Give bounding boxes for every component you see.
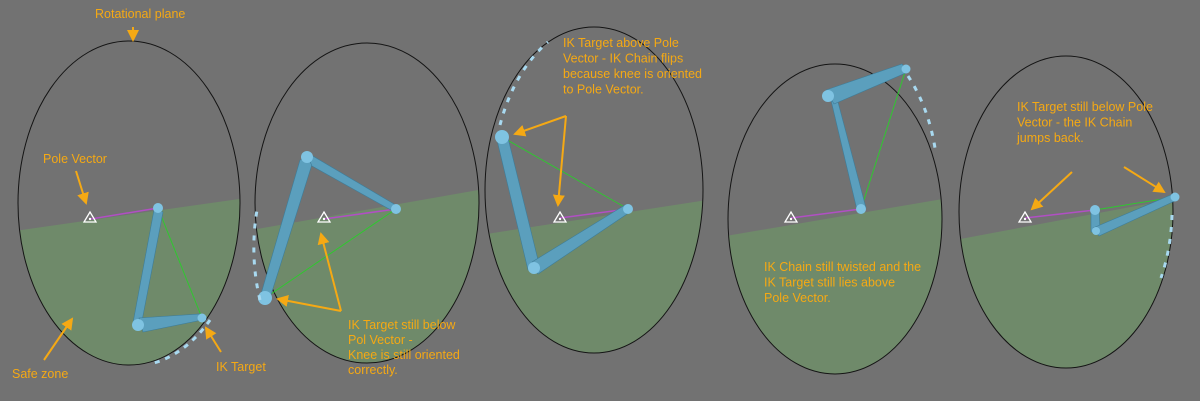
note-line: correctly. <box>348 363 398 377</box>
arrow-pole-vector <box>75 170 89 205</box>
panel-4 <box>727 63 943 375</box>
ik-target-joint <box>258 291 272 305</box>
ik-target-label: IK Target <box>216 360 266 374</box>
safe-zone-area <box>959 194 1173 368</box>
note-line: IK Target above Pole <box>563 36 679 50</box>
rotation-dashes <box>252 209 262 301</box>
labels: Rotational plane Pole Vector Safe zone I… <box>12 7 1156 381</box>
rotation-dashes <box>149 319 212 366</box>
note-line: IK Target still below <box>348 318 456 332</box>
note-line: jumps back. <box>1016 131 1084 145</box>
ik-target-line <box>501 136 629 210</box>
arrow-note3-a <box>513 115 567 137</box>
knee-joint <box>528 262 540 274</box>
ik-target-joint <box>197 313 207 323</box>
arrow-note3-b <box>552 115 567 207</box>
note-line: Knee is still oriented <box>348 348 460 362</box>
ik-target-joint <box>1170 192 1180 202</box>
knee-joint <box>822 90 834 102</box>
ik-target-line <box>860 68 907 210</box>
pole-vector-line <box>1024 209 1096 219</box>
rotational-plane-ellipse <box>958 55 1174 369</box>
ik-target-joint <box>495 130 509 144</box>
arrow-note5-b <box>1123 166 1166 194</box>
pole-vector-line <box>90 207 159 220</box>
rotational-plane-ellipse <box>484 26 704 354</box>
lower-bone <box>305 151 399 215</box>
note-line: IK Target still below Pole <box>1017 100 1153 114</box>
arrow-note2-b <box>276 294 342 312</box>
note-line: Vector - the IK Chain <box>1017 116 1132 130</box>
knee-joint <box>301 151 313 163</box>
safe-zone-area <box>728 196 942 374</box>
rotation-dashes <box>1159 214 1174 279</box>
arrow-safe-zone <box>43 317 74 361</box>
note-line: IK Chain still twisted and the <box>764 260 921 274</box>
note-panel-3: IK Target above Pole Vector - IK Chain f… <box>563 36 705 97</box>
note-line: to Pole Vector. <box>563 83 644 97</box>
note-panel-4: IK Chain still twisted and the IK Target… <box>764 260 925 305</box>
annotation-arrows <box>43 27 1166 361</box>
arrow-note5-a <box>1030 171 1073 211</box>
arrow-note2-a <box>317 232 342 312</box>
pole-vector-line <box>323 208 397 220</box>
pole-vector-icon <box>82 210 98 223</box>
pole-vector-icon <box>316 210 332 223</box>
pole-vector-label: Pole Vector <box>43 152 107 166</box>
note-line: IK Target still lies above <box>764 276 895 290</box>
lower-bone <box>825 63 909 105</box>
ik-target-line <box>264 208 397 299</box>
knee-joint <box>132 319 144 331</box>
hip-joint <box>1090 205 1100 215</box>
note-line: because knee is oriented <box>563 67 702 81</box>
rotation-dashes <box>906 75 937 149</box>
rotational-plane-ellipse <box>254 42 480 364</box>
upper-bone <box>829 95 867 211</box>
hip-joint <box>623 204 633 214</box>
rotational-plane-label: Rotational plane <box>95 7 185 21</box>
note-line: Pole Vector. <box>764 291 831 305</box>
ik-target-line <box>157 207 203 319</box>
hip-joint <box>153 203 163 213</box>
hip-joint <box>391 204 401 214</box>
pole-vector-line <box>790 208 862 219</box>
pole-vector-icon <box>783 210 799 223</box>
note-line: Vector - IK Chain flips <box>563 52 683 66</box>
pole-vector-icon <box>552 210 568 223</box>
hip-joint <box>856 204 866 214</box>
note-panel-2: IK Target still below Pol Vector - Knee … <box>348 318 463 377</box>
note-panel-5: IK Target still below Pole Vector - the … <box>1016 100 1156 145</box>
knee-joint <box>1092 227 1100 235</box>
arrow-ik-target <box>204 326 222 353</box>
rotational-plane-ellipse <box>727 63 943 375</box>
note-line: Pol Vector - <box>348 333 413 347</box>
rotation-dashes <box>498 40 549 126</box>
panel-1 <box>17 40 241 366</box>
pole-vector-icon <box>1017 210 1033 223</box>
safe-zone-label: Safe zone <box>12 367 68 381</box>
ik-target-joint <box>901 64 911 74</box>
